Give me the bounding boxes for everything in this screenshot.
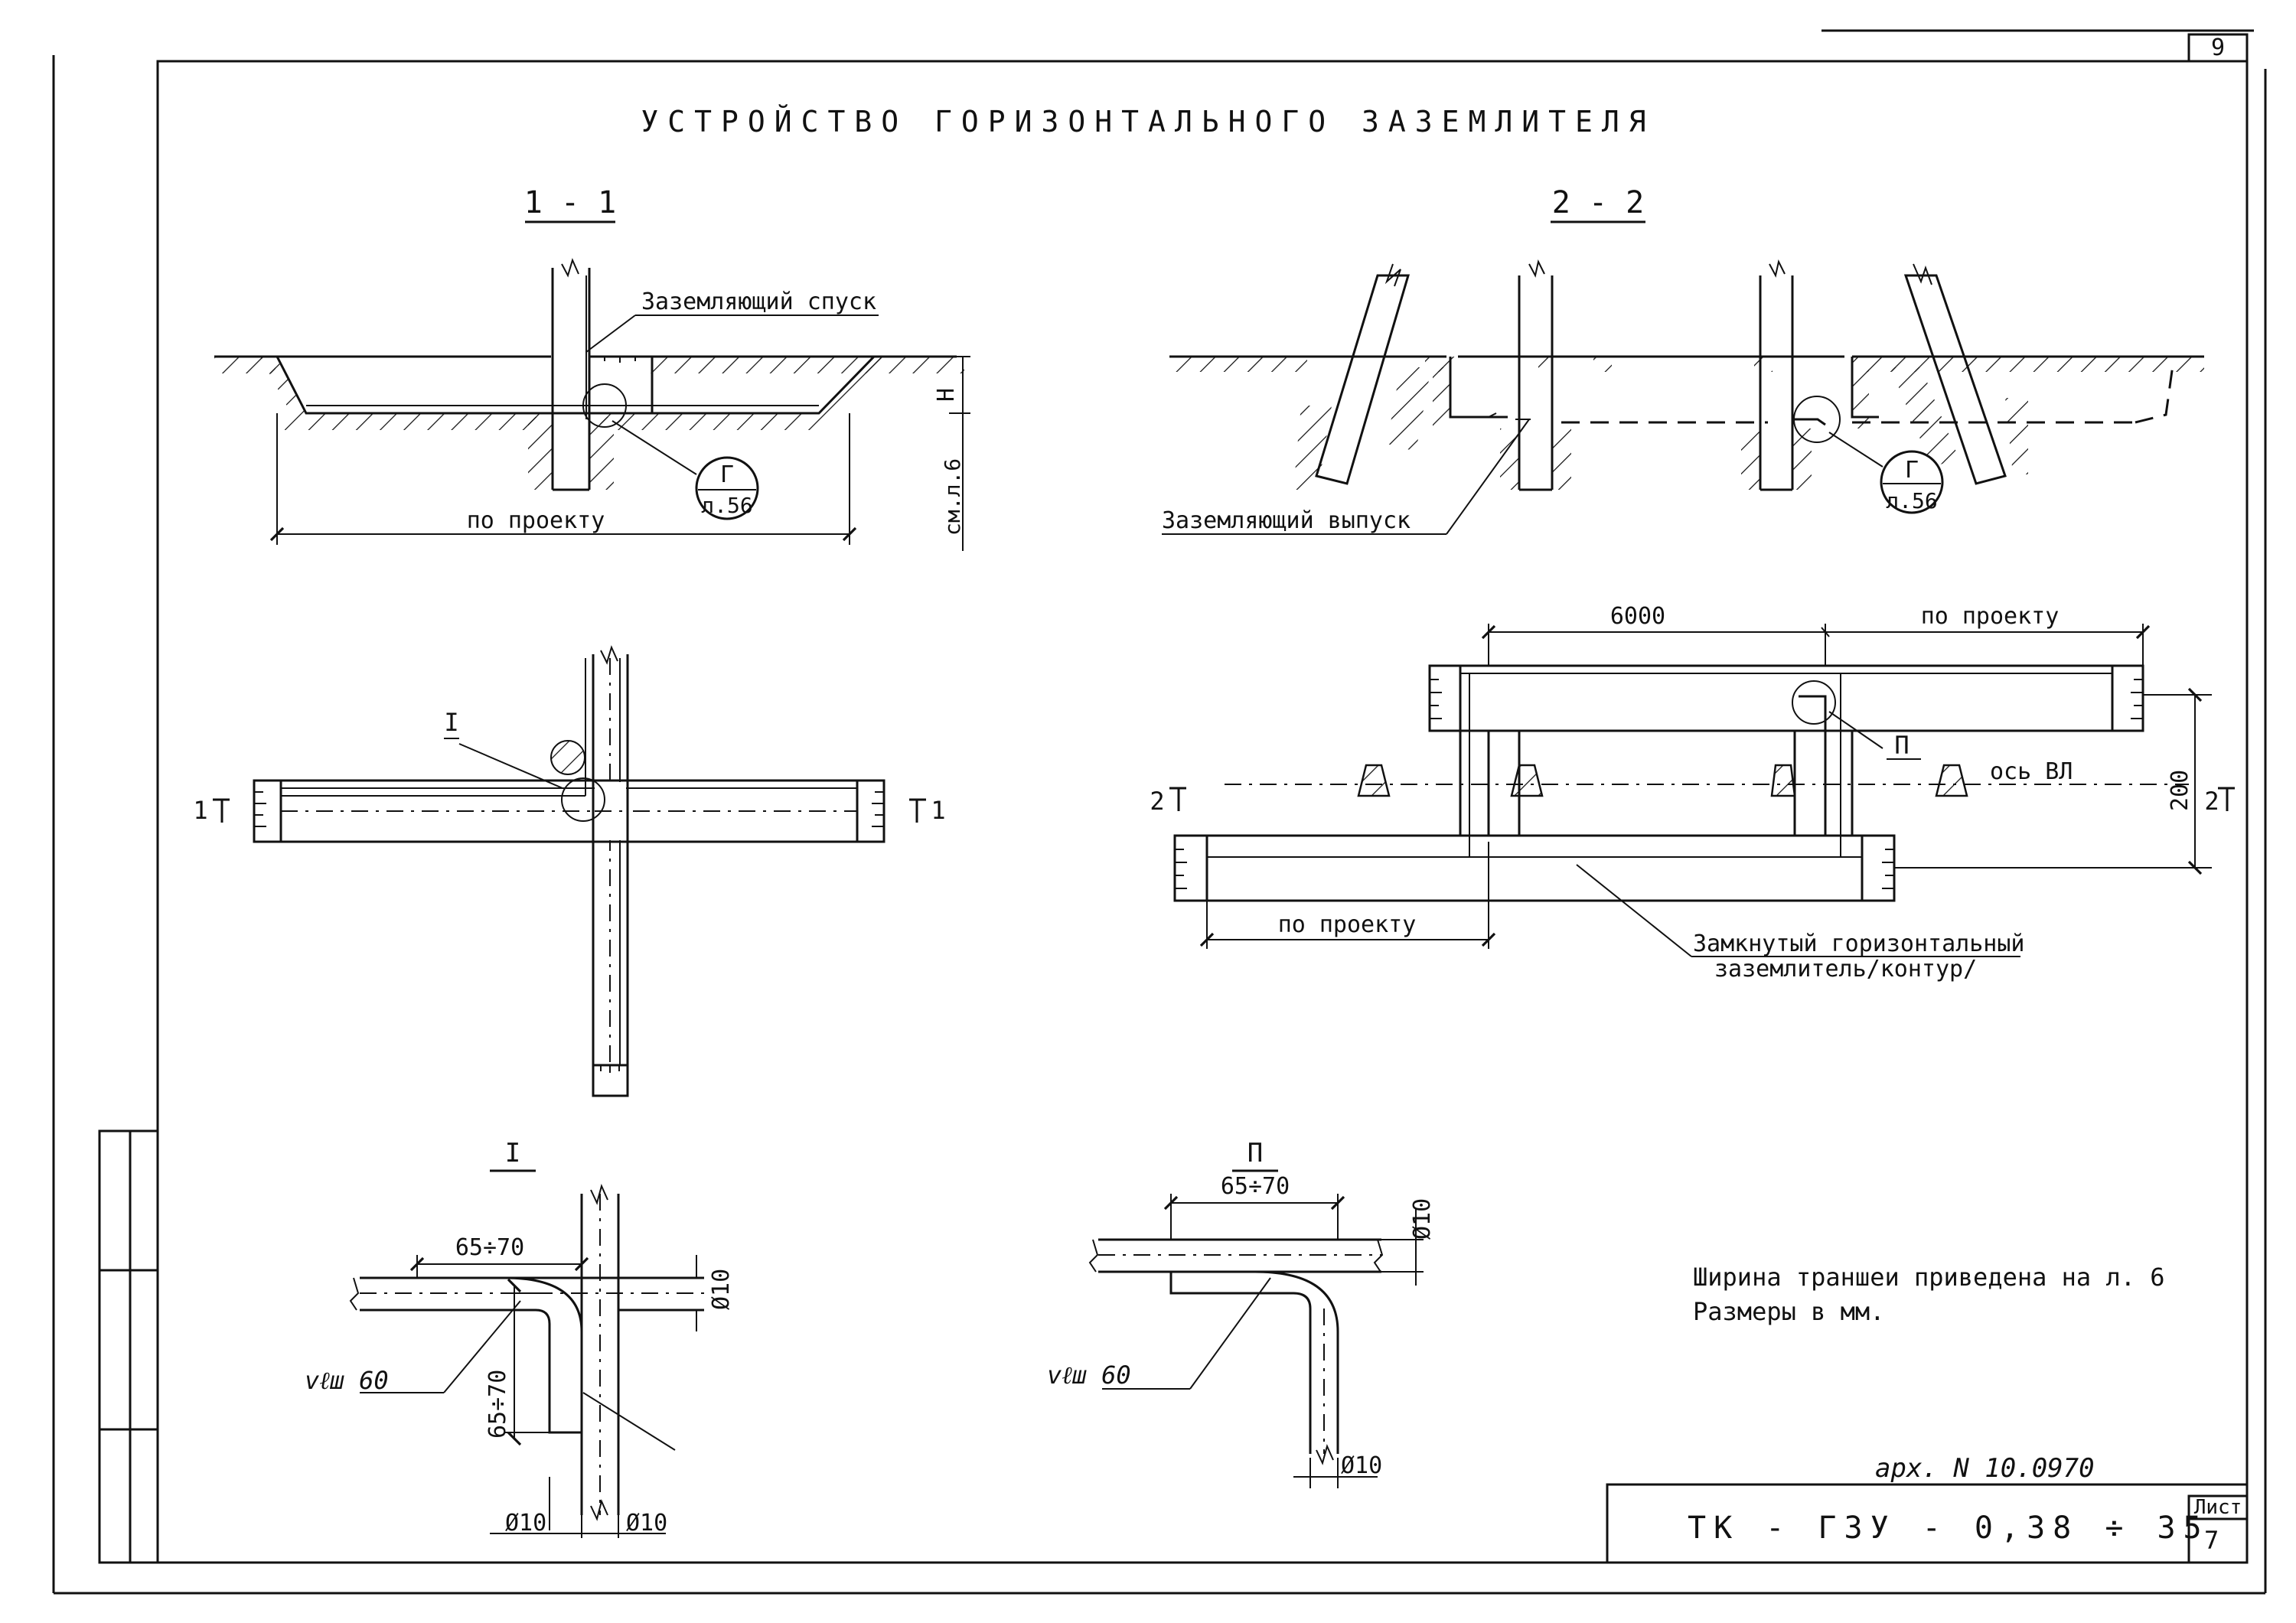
plan-contour: П ось ВЛ 6000 по проекту 200 по проекту … [1150,603,2235,983]
plan-cross-node-label: I [444,708,458,737]
detail-II-label: П [1247,1138,1263,1168]
detail-II-dia-bottom: Ø10 [1341,1452,1382,1479]
plan-contour-node-label: П [1894,731,1909,760]
detail-I-label: I [505,1138,520,1168]
dim-width-note: см.л.6 [940,458,965,536]
ref-letter-2: Г [1905,457,1919,484]
callout-contour-line2: заземлитель/контур/ [1714,956,1977,983]
note-units: Размеры в мм. [1693,1297,1884,1326]
callout-contour-line1: Замкнутый горизонтальный [1693,930,2024,957]
detail-I-dim-v: 65÷70 [484,1370,511,1439]
dim-by-project-bottom: по проекту [1278,911,1417,938]
detail-II: П 65÷70 Ø10 Ø10 vℓш 60 [1047,1138,1436,1488]
ref-sheet-1: л.56 [701,493,752,518]
plan-cross: I 1 1 [193,645,946,1097]
section-2-2-label: 2 - 2 [1552,185,1644,220]
section-1-1-label: 1 - 1 [524,185,616,220]
cut-left-2: 2 [1150,787,1164,816]
section-2-2: 2 - 2 [1162,185,2204,535]
axis-label: ось ВЛ [1990,758,2073,785]
notes: Ширина траншеи приведена на л. 6 Размеры… [1693,1263,2165,1326]
callout-grounding-drop: Заземляющий спуск [641,288,876,315]
dim-6000: 6000 [1610,603,1665,630]
dim-by-project-top: по проекту [1921,603,2060,630]
archive-number: арх. N 10.0970 [1875,1453,2095,1484]
section-1-1: 1 - 1 Заземляющий спуск [214,185,970,551]
detail-I-weld: vℓш 60 [305,1366,389,1395]
detail-I: I 65÷70 65÷70 Ø10 Ø10 [305,1138,735,1538]
cut-right-1: 1 [931,796,945,825]
dim-h: H [933,388,960,402]
detail-II-weld: vℓш 60 [1047,1361,1131,1390]
ref-letter-1: Г [720,461,734,488]
dim-200: 200 [2167,770,2193,811]
page-number: 9 [2211,34,2225,61]
sheet-title: УСТРОЙСТВО ГОРИЗОНТАЛЬНОГО ЗАЗЕМЛИТЕЛЯ [641,105,1655,139]
detail-I-dia-right: Ø10 [708,1269,735,1310]
note-trench-width: Ширина траншеи приведена на л. 6 [1693,1263,2165,1292]
sheet-frame [52,29,2267,1595]
detail-I-dia-br: Ø10 [626,1510,667,1537]
detail-I-dia-bl: Ø10 [505,1510,546,1537]
cut-right-2: 2 [2204,787,2219,816]
detail-I-dim-h: 65÷70 [455,1234,524,1261]
sheet-number: 7 [2204,1526,2219,1555]
ref-sheet-2: л.56 [1886,488,1937,513]
cut-left-1: 1 [193,796,207,825]
detail-II-dim-h: 65÷70 [1221,1173,1290,1200]
sheet-label: Лист [2194,1496,2242,1519]
drawing-code: ТК - ГЗУ - 0,38 ÷ 35 [1688,1511,2210,1546]
dim-by-project-1: по проекту [467,507,605,534]
detail-II-dia-right: Ø10 [1409,1198,1436,1240]
callout-grounding-outlet: Заземляющий выпуск [1162,507,1411,534]
